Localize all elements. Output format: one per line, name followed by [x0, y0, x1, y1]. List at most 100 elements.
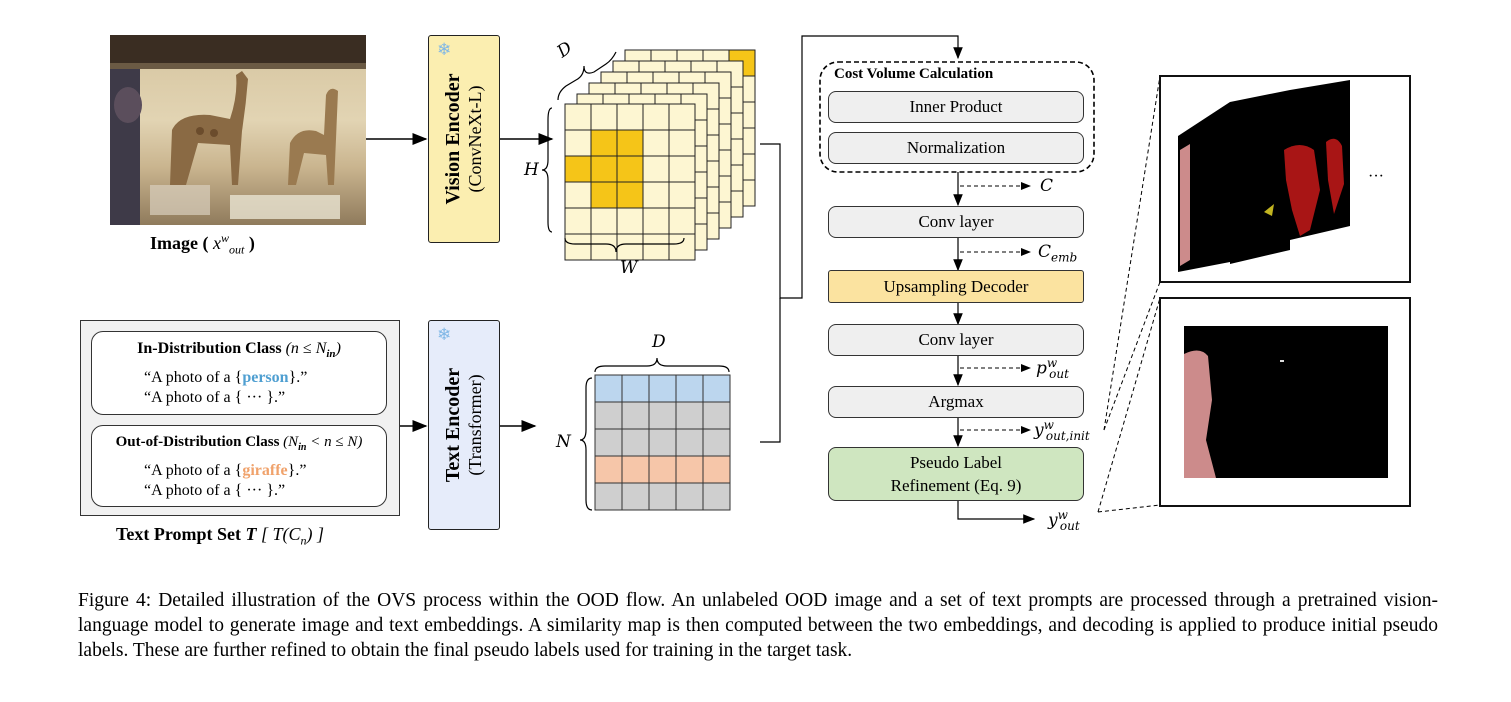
label-y-out-init: ywout,init — [1034, 418, 1090, 444]
seg-giraffe-mask-2 — [1326, 138, 1344, 214]
conv-layer-2-box: Conv layer — [828, 324, 1084, 356]
feature-cell — [642, 207, 670, 235]
embedding-cell — [621, 401, 650, 430]
seg-slice-2 — [1230, 90, 1290, 264]
seg-small-mask — [1264, 204, 1274, 216]
vision-encoder-box: ❄ Vision Encoder (ConvNeXt-L) — [428, 35, 500, 243]
in-dist-prompt-2: “A photo of a { ··· }.” — [144, 389, 286, 407]
upsampling-decoder-box: Upsampling Decoder — [828, 270, 1084, 303]
text-dim-D-label: D — [652, 332, 666, 352]
seg-stack-panel — [1159, 75, 1411, 283]
feature-cell — [642, 233, 670, 261]
zoom-line-top — [1103, 75, 1161, 431]
prompt-set-label: Text Prompt Set T [ T(Cn) ] — [116, 524, 325, 548]
prompt-set-box: In-Distribution Class (n ≤ Nin) “A photo… — [80, 320, 400, 516]
feature-cell — [642, 129, 670, 157]
figure-caption: Figure 4: Detailed illustration of the O… — [78, 590, 1438, 661]
arrow-refine-to-output — [957, 500, 1036, 524]
brace-text-D — [594, 357, 730, 373]
seg-person-mask — [1180, 144, 1190, 266]
zoom-line-mid — [1103, 281, 1161, 431]
feature-cell — [590, 181, 618, 209]
input-image — [110, 35, 366, 225]
embedding-cell — [621, 428, 650, 457]
brace-D — [557, 51, 617, 101]
text-encoder-box: ❄ Text Encoder (Transformer) — [428, 320, 500, 530]
brace-W — [564, 237, 685, 253]
seg-refined-panel — [1159, 297, 1411, 507]
dim-H-label: H — [524, 160, 539, 180]
feature-cell — [668, 103, 696, 131]
feature-cell — [642, 181, 670, 209]
connector-features — [760, 35, 963, 299]
pseudo-label-refinement-box: Pseudo Label Refinement (Eq. 9) — [828, 447, 1084, 501]
embedding-cell — [594, 374, 623, 403]
in-distribution-box: In-Distribution Class (n ≤ Nin) “A photo… — [91, 331, 387, 415]
feature-cell — [590, 155, 618, 183]
conv-layer-1-box: Conv layer — [828, 206, 1084, 238]
argmax-box: Argmax — [828, 386, 1084, 418]
feature-cell — [590, 233, 618, 261]
feature-cell — [616, 155, 644, 183]
embedding-cell — [648, 428, 677, 457]
embedding-cell — [594, 482, 623, 511]
text-dim-N-label: N — [556, 432, 571, 452]
feature-cell — [590, 129, 618, 157]
feature-cell — [564, 103, 592, 131]
feature-cell — [616, 181, 644, 209]
feature-cell — [668, 181, 696, 209]
label-C: C — [1040, 176, 1054, 196]
label-Cemb: Cemb — [1038, 242, 1078, 265]
label-p-out: pwout — [1036, 356, 1069, 382]
vision-encoder-label: Vision Encoder (ConvNeXt-L) — [442, 73, 485, 205]
feature-map-stack — [564, 49, 756, 261]
feature-cell — [616, 103, 644, 131]
text-encoder-label: Text Encoder (Transformer) — [442, 367, 485, 483]
feature-cell — [590, 103, 618, 131]
feature-cell — [668, 233, 696, 261]
embedding-cell — [648, 401, 677, 430]
feature-cell — [616, 207, 644, 235]
embedding-cell — [648, 455, 677, 484]
embedding-cell — [594, 401, 623, 430]
seg-giraffe-mask-1 — [1284, 145, 1320, 236]
embedding-cell — [648, 374, 677, 403]
feature-cell — [590, 207, 618, 235]
zoom-line-bot1 — [1097, 297, 1161, 513]
feature-cell — [564, 233, 592, 261]
giraffe-photo-graphic — [110, 35, 366, 225]
dim-W-label: W — [620, 258, 638, 278]
embedding-cell — [702, 482, 731, 511]
ellipsis-text: ··· — [1368, 168, 1384, 185]
out-of-distribution-box: Out-of-Distribution Class (Nin < n ≤ N) … — [91, 425, 387, 507]
seg-slice-1 — [1178, 102, 1230, 272]
embedding-cell — [702, 455, 731, 484]
in-distribution-title: In-Distribution Class (n ≤ Nin) — [137, 340, 341, 361]
refined-person-mask — [1184, 350, 1216, 478]
feature-cell — [564, 207, 592, 235]
embedding-cell — [675, 482, 704, 511]
image-var: x — [212, 233, 221, 253]
feature-cell — [668, 129, 696, 157]
feature-cell — [668, 207, 696, 235]
inner-product-box: Inner Product — [828, 91, 1084, 123]
image-label: Image ( xwout ) — [150, 231, 255, 257]
feature-cell — [616, 233, 644, 261]
cost-volume-title: Cost Volume Calculation — [834, 66, 994, 82]
embedding-cell — [648, 482, 677, 511]
embedding-cell — [675, 428, 704, 457]
text-embedding-table — [594, 374, 731, 511]
embedding-cell — [621, 482, 650, 511]
brace-H — [541, 107, 553, 233]
ood-prompt-2: “A photo of a { ··· }.” — [144, 482, 286, 499]
out-of-distribution-title: Out-of-Distribution Class (Nin < n ≤ N) — [115, 434, 363, 453]
snowflake-icon: ❄ — [437, 325, 452, 344]
brace-N — [579, 377, 593, 511]
label-y-out: ywout — [1048, 508, 1080, 534]
normalization-box: Normalization — [828, 132, 1084, 164]
ood-prompt-1: “A photo of a {giraffe}.” — [144, 462, 307, 479]
embedding-cell — [621, 374, 650, 403]
feature-cell — [564, 129, 592, 157]
embedding-cell — [675, 401, 704, 430]
